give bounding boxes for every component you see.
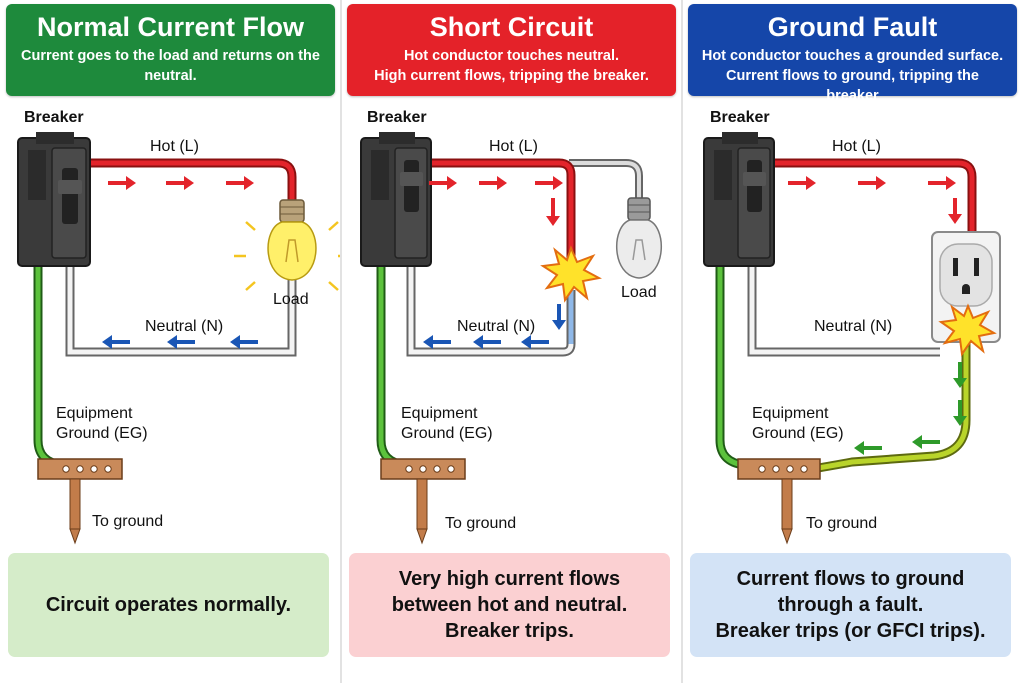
short-neutral-wire — [408, 262, 574, 355]
normal-neutral-arrows — [102, 335, 258, 349]
short-wiring-diagram: Breaker Hot (L) Neutral (N) Load Equipme… — [360, 109, 662, 545]
normal-eg-label-2: Ground (EG) — [56, 425, 148, 442]
panel-normal-current-flow: Normal Current Flow Current goes to the … — [0, 0, 341, 683]
normal-header: Normal Current Flow Current goes to the … — [6, 4, 335, 96]
fault-result-box: Current flows to ground through a fault.… — [690, 553, 1011, 657]
fault-ground-label: To ground — [806, 515, 877, 532]
short-ground-rod-icon — [416, 478, 428, 545]
normal-breaker-label: Breaker — [24, 109, 84, 126]
short-breaker-icon — [360, 132, 432, 267]
normal-load-label: Load — [273, 291, 309, 308]
normal-breaker-icon — [17, 132, 91, 267]
fault-neutral-label: Neutral (N) — [814, 318, 892, 335]
panel-ground-fault: Ground Fault Hot conductor touches a gro… — [682, 0, 1023, 683]
short-header: Short Circuit Hot conductor touches neut… — [347, 4, 676, 96]
fault-ground-rod-icon — [781, 478, 793, 545]
normal-result-text: Circuit operates normally. — [45, 594, 292, 616]
short-light-bulb-icon — [616, 197, 662, 279]
fault-current-path — [817, 340, 969, 471]
normal-wiring-diagram: Breaker Hot (L) Neutral (N) Load Equipme… — [17, 109, 341, 545]
short-spark-icon — [540, 245, 602, 303]
short-eg-label-1: Equipment — [401, 405, 478, 422]
fault-neutral-wire — [749, 262, 940, 355]
fault-eg-label-1: Equipment — [752, 405, 829, 422]
fault-subtitle: Hot conductor touches a grounded surface… — [701, 48, 1004, 124]
fault-breaker-icon — [703, 132, 775, 267]
fault-spark-icon — [938, 303, 997, 357]
normal-hot-wire — [90, 160, 295, 205]
short-ground-bar-icon — [380, 458, 466, 480]
fault-breaker-label: Breaker — [710, 109, 770, 126]
fault-result-text: Current flows to ground through a fault.… — [715, 568, 986, 642]
normal-hot-label: Hot (L) — [150, 138, 199, 155]
normal-title: Normal Current Flow — [36, 12, 305, 42]
fault-ground-arrows — [854, 362, 967, 455]
fault-ground-bar-icon — [737, 458, 821, 480]
fault-eg-label-2: Ground (EG) — [752, 425, 844, 442]
short-breaker-label: Breaker — [367, 109, 427, 126]
normal-hot-arrows — [108, 176, 254, 190]
short-neutral-arrows — [423, 304, 566, 349]
short-hot-wire — [429, 160, 574, 268]
normal-ground-bar-icon — [37, 458, 123, 480]
normal-ground-label: To ground — [92, 513, 163, 530]
normal-neutral-wire — [67, 262, 295, 355]
fault-title: Ground Fault — [767, 12, 938, 42]
panel-divider-2 — [681, 0, 683, 683]
short-hot-arrows — [429, 176, 563, 226]
short-ground-label: To ground — [445, 515, 516, 532]
normal-subtitle: Current goes to the load and returns on … — [21, 48, 320, 84]
short-result-box: Very high current flows between hot and … — [349, 553, 670, 657]
fault-header: Ground Fault Hot conductor touches a gro… — [688, 4, 1017, 124]
short-neutral-label: Neutral (N) — [457, 318, 535, 335]
short-hot-label: Hot (L) — [489, 138, 538, 155]
fault-wiring-diagram: Breaker Hot (L) Neutral (N) Equipment Gr… — [703, 109, 1001, 545]
short-subtitle: Hot conductor touches neutral. High curr… — [374, 48, 649, 84]
short-load-label: Load — [621, 284, 657, 301]
normal-result-box: Circuit operates normally. — [8, 553, 329, 657]
fault-hot-wire — [772, 160, 975, 232]
short-result-text: Very high current flows between hot and … — [391, 568, 628, 642]
panel-divider-1 — [340, 0, 342, 683]
normal-neutral-label: Neutral (N) — [145, 318, 223, 335]
fault-hot-arrows — [788, 176, 962, 224]
short-title: Short Circuit — [429, 12, 594, 42]
fault-hot-label: Hot (L) — [832, 138, 881, 155]
normal-ground-rod-icon — [69, 478, 81, 545]
normal-eg-label-1: Equipment — [56, 405, 133, 422]
panel-short-circuit: Short Circuit Hot conductor touches neut… — [341, 0, 682, 683]
light-bulb-icon — [234, 199, 341, 291]
short-eg-label-2: Ground (EG) — [401, 425, 493, 442]
